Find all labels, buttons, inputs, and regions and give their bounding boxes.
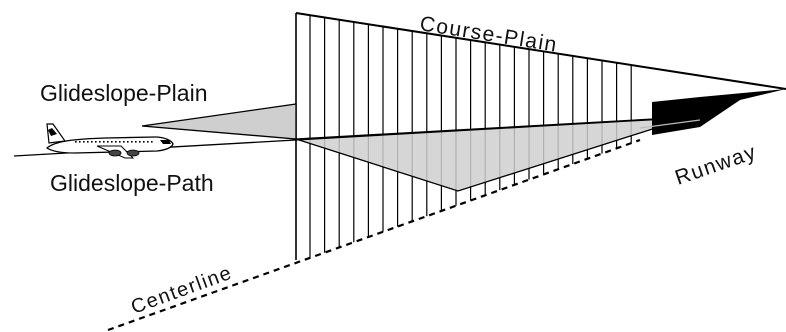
aircraft-window [151,141,153,143]
glideslope-plane-label: Glideslope-Plain [40,80,207,106]
aircraft-window [115,141,117,143]
aircraft-window [83,141,85,143]
course-plane-top-edge [295,12,786,90]
aircraft-window [131,141,133,143]
aircraft-window [139,141,141,143]
runway-shape [652,89,786,135]
glideslope-plane-triangle [295,116,691,192]
aircraft-window [107,141,109,143]
aircraft-window [79,141,81,143]
airliner-icon [45,123,174,159]
aircraft-window [95,141,97,143]
aircraft-window [75,141,77,143]
course-plane-label: Course-Plain [418,12,559,57]
glideslope-path-label: Glideslope-Path [50,170,214,196]
aircraft-window [87,141,89,143]
runway-edge-highlight [639,119,701,129]
centerline-label: Centerline [128,262,235,319]
aircraft-window [143,141,145,143]
aircraft-window [91,141,93,143]
aircraft-window [119,141,121,143]
aircraft-window [111,141,113,143]
centerline-dashed [107,138,641,332]
aircraft-window [147,141,149,143]
aircraft-window [103,141,105,143]
aircraft-window [99,141,101,143]
glideslope-plane-wedge [141,103,297,140]
aircraft-window [135,141,137,143]
runway-label: Runway [672,140,760,189]
aircraft-window [127,141,129,143]
aircraft-window [123,141,125,143]
